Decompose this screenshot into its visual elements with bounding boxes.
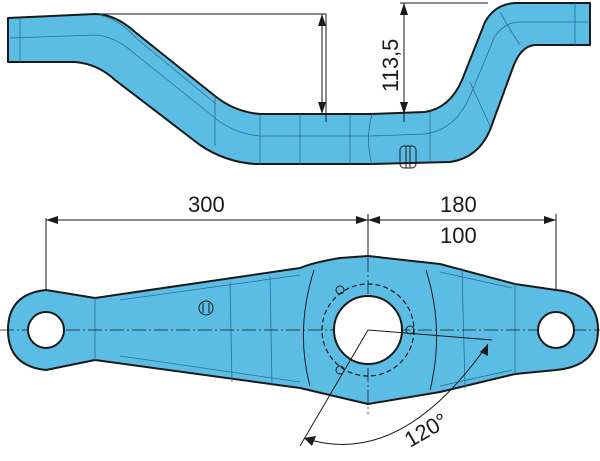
angle-leg-2 — [367, 329, 493, 341]
dimension-100-label: 100 — [440, 223, 477, 248]
angle-arc — [303, 343, 489, 445]
bolt-hole-1 — [335, 285, 345, 295]
side-view: 113,5 — [7, 2, 591, 169]
angle-label: 120° — [400, 408, 452, 452]
side-view-profile — [7, 2, 591, 165]
marking-stamp — [198, 300, 214, 316]
angle-leg-1 — [299, 329, 369, 447]
bolt-hole-2 — [405, 325, 415, 335]
plan-view: 300 180 100 — [0, 192, 600, 452]
dimension-300-label: 300 — [188, 192, 225, 217]
dimension-height-label: 113,5 — [378, 39, 403, 92]
left-eye-hole — [27, 311, 65, 349]
dimension-180-label: 180 — [440, 192, 477, 217]
right-eye-hole — [537, 311, 575, 349]
side-view-boss — [399, 145, 417, 169]
